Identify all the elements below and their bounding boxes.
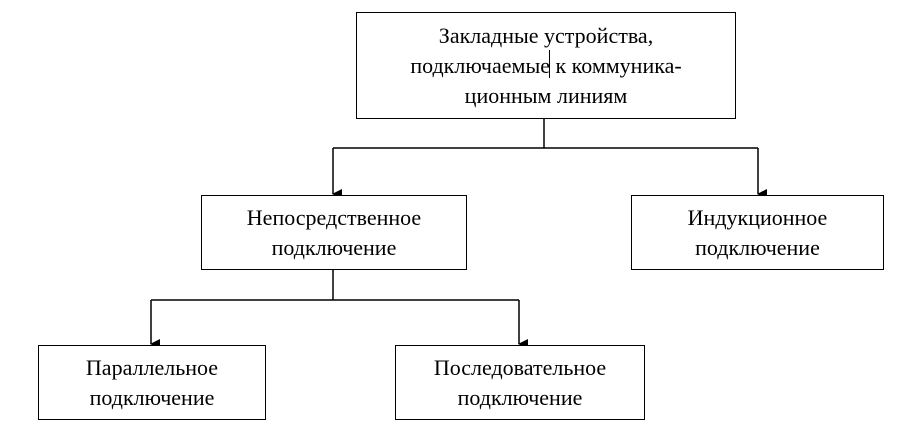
direct-node-line-2: подключение xyxy=(271,234,397,260)
direct-connection-node: Непосредственное подключение xyxy=(201,195,467,270)
text-cursor xyxy=(549,50,550,78)
parallel-connection-node: Параллельное подключение xyxy=(38,345,266,420)
root-node-line-2: подключаемые к коммуника- xyxy=(410,52,682,78)
inductive-node-line-2: подключение xyxy=(695,234,820,260)
inductive-connection-node: Индукционное подключение xyxy=(631,195,884,270)
serial-node-line-2: подключение xyxy=(457,384,583,410)
direct-node-line-1: Непосредственное xyxy=(246,204,422,230)
parallel-node-line-1: Параллельное xyxy=(85,354,219,380)
inductive-node-line-1: Индукционное xyxy=(687,204,828,230)
parallel-node-line-2: подключение xyxy=(89,384,215,410)
serial-connection-node: Последовательное подключение xyxy=(395,345,645,420)
root-node-line-3: ционным линиям xyxy=(464,82,628,108)
root-node: Закладные устройства, подключаемые к ком… xyxy=(356,12,736,119)
serial-node-line-1: Последовательное xyxy=(433,354,607,380)
root-node-line-1: Закладные устройства, xyxy=(438,22,654,48)
